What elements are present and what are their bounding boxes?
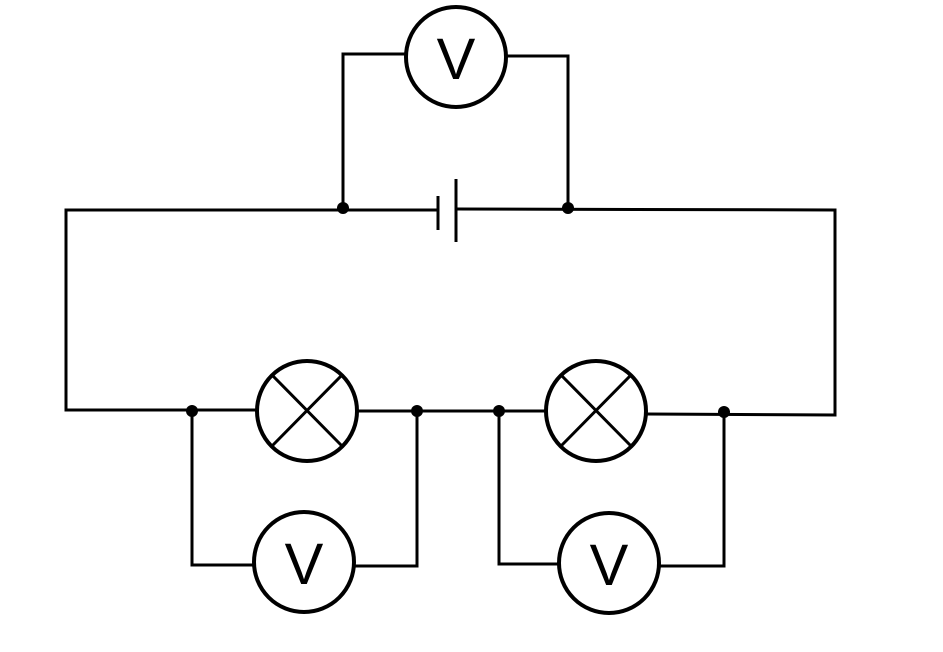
voltmeter-lamp-right-circle bbox=[557, 511, 661, 615]
voltmeter-lamp-left-lead-right bbox=[352, 409, 419, 568]
lamp-left-cross-b bbox=[270, 373, 344, 448]
junction-battery-right bbox=[562, 202, 574, 214]
wire-bottom-right bbox=[645, 412, 837, 417]
voltmeter-lamp-left: V bbox=[190, 409, 419, 614]
junction-battery-left bbox=[337, 202, 349, 214]
junction-lamp-left-out bbox=[411, 405, 423, 417]
junction-nodes bbox=[186, 202, 730, 418]
main-loop-wires bbox=[64, 207, 837, 417]
voltmeter-lamp-left-label: V bbox=[285, 532, 324, 597]
voltmeter-battery-lead-right bbox=[505, 54, 570, 210]
voltmeter-battery-circle bbox=[404, 5, 508, 109]
lamp-right-cross-b bbox=[559, 373, 633, 448]
junction-lamp-right-out bbox=[718, 406, 730, 418]
voltmeter-lamp-right: V bbox=[497, 409, 726, 615]
voltmeter-lamp-right-label: V bbox=[590, 533, 629, 598]
voltmeter-battery-label: V bbox=[437, 27, 476, 92]
voltmeter-lamp-left-lead-left bbox=[190, 409, 256, 567]
voltmeter-lamp-right-lead-left bbox=[497, 409, 561, 566]
voltmeter-battery-lead-left bbox=[341, 52, 408, 210]
voltmeter-battery: V bbox=[341, 5, 570, 210]
wire-top-right bbox=[455, 207, 837, 212]
voltmeter-lamp-right-lead-right bbox=[659, 411, 726, 568]
junction-lamp-right-in bbox=[493, 405, 505, 417]
lamp-left bbox=[255, 359, 359, 463]
lamp-right bbox=[544, 359, 648, 463]
battery-cell bbox=[436, 179, 458, 242]
junction-lamp-left-in bbox=[186, 405, 198, 417]
voltmeter-lamp-left-circle bbox=[252, 510, 356, 614]
